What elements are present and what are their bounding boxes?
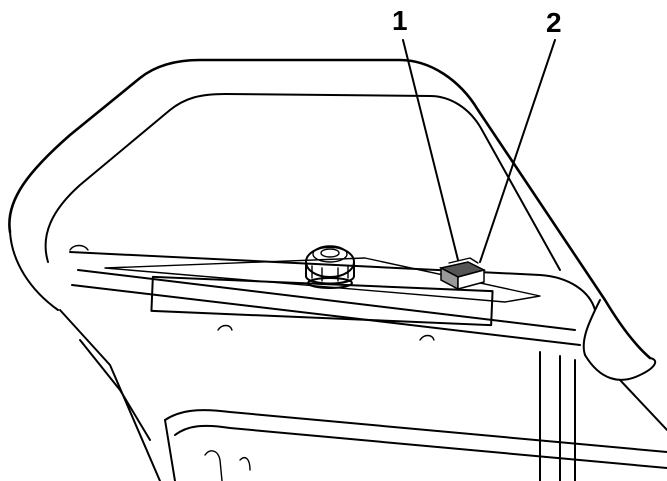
leader-line-2 <box>479 39 556 263</box>
rocker-switch <box>438 257 487 291</box>
callout-label-1: 1 <box>392 5 408 36</box>
lower-frame <box>59 309 667 481</box>
ignition-knob <box>305 245 355 289</box>
control-panel <box>69 244 596 346</box>
callout-label-2: 2 <box>546 7 562 38</box>
handle-loop <box>8 58 657 381</box>
leader-line-1 <box>402 39 459 261</box>
leader-lines <box>402 39 556 263</box>
